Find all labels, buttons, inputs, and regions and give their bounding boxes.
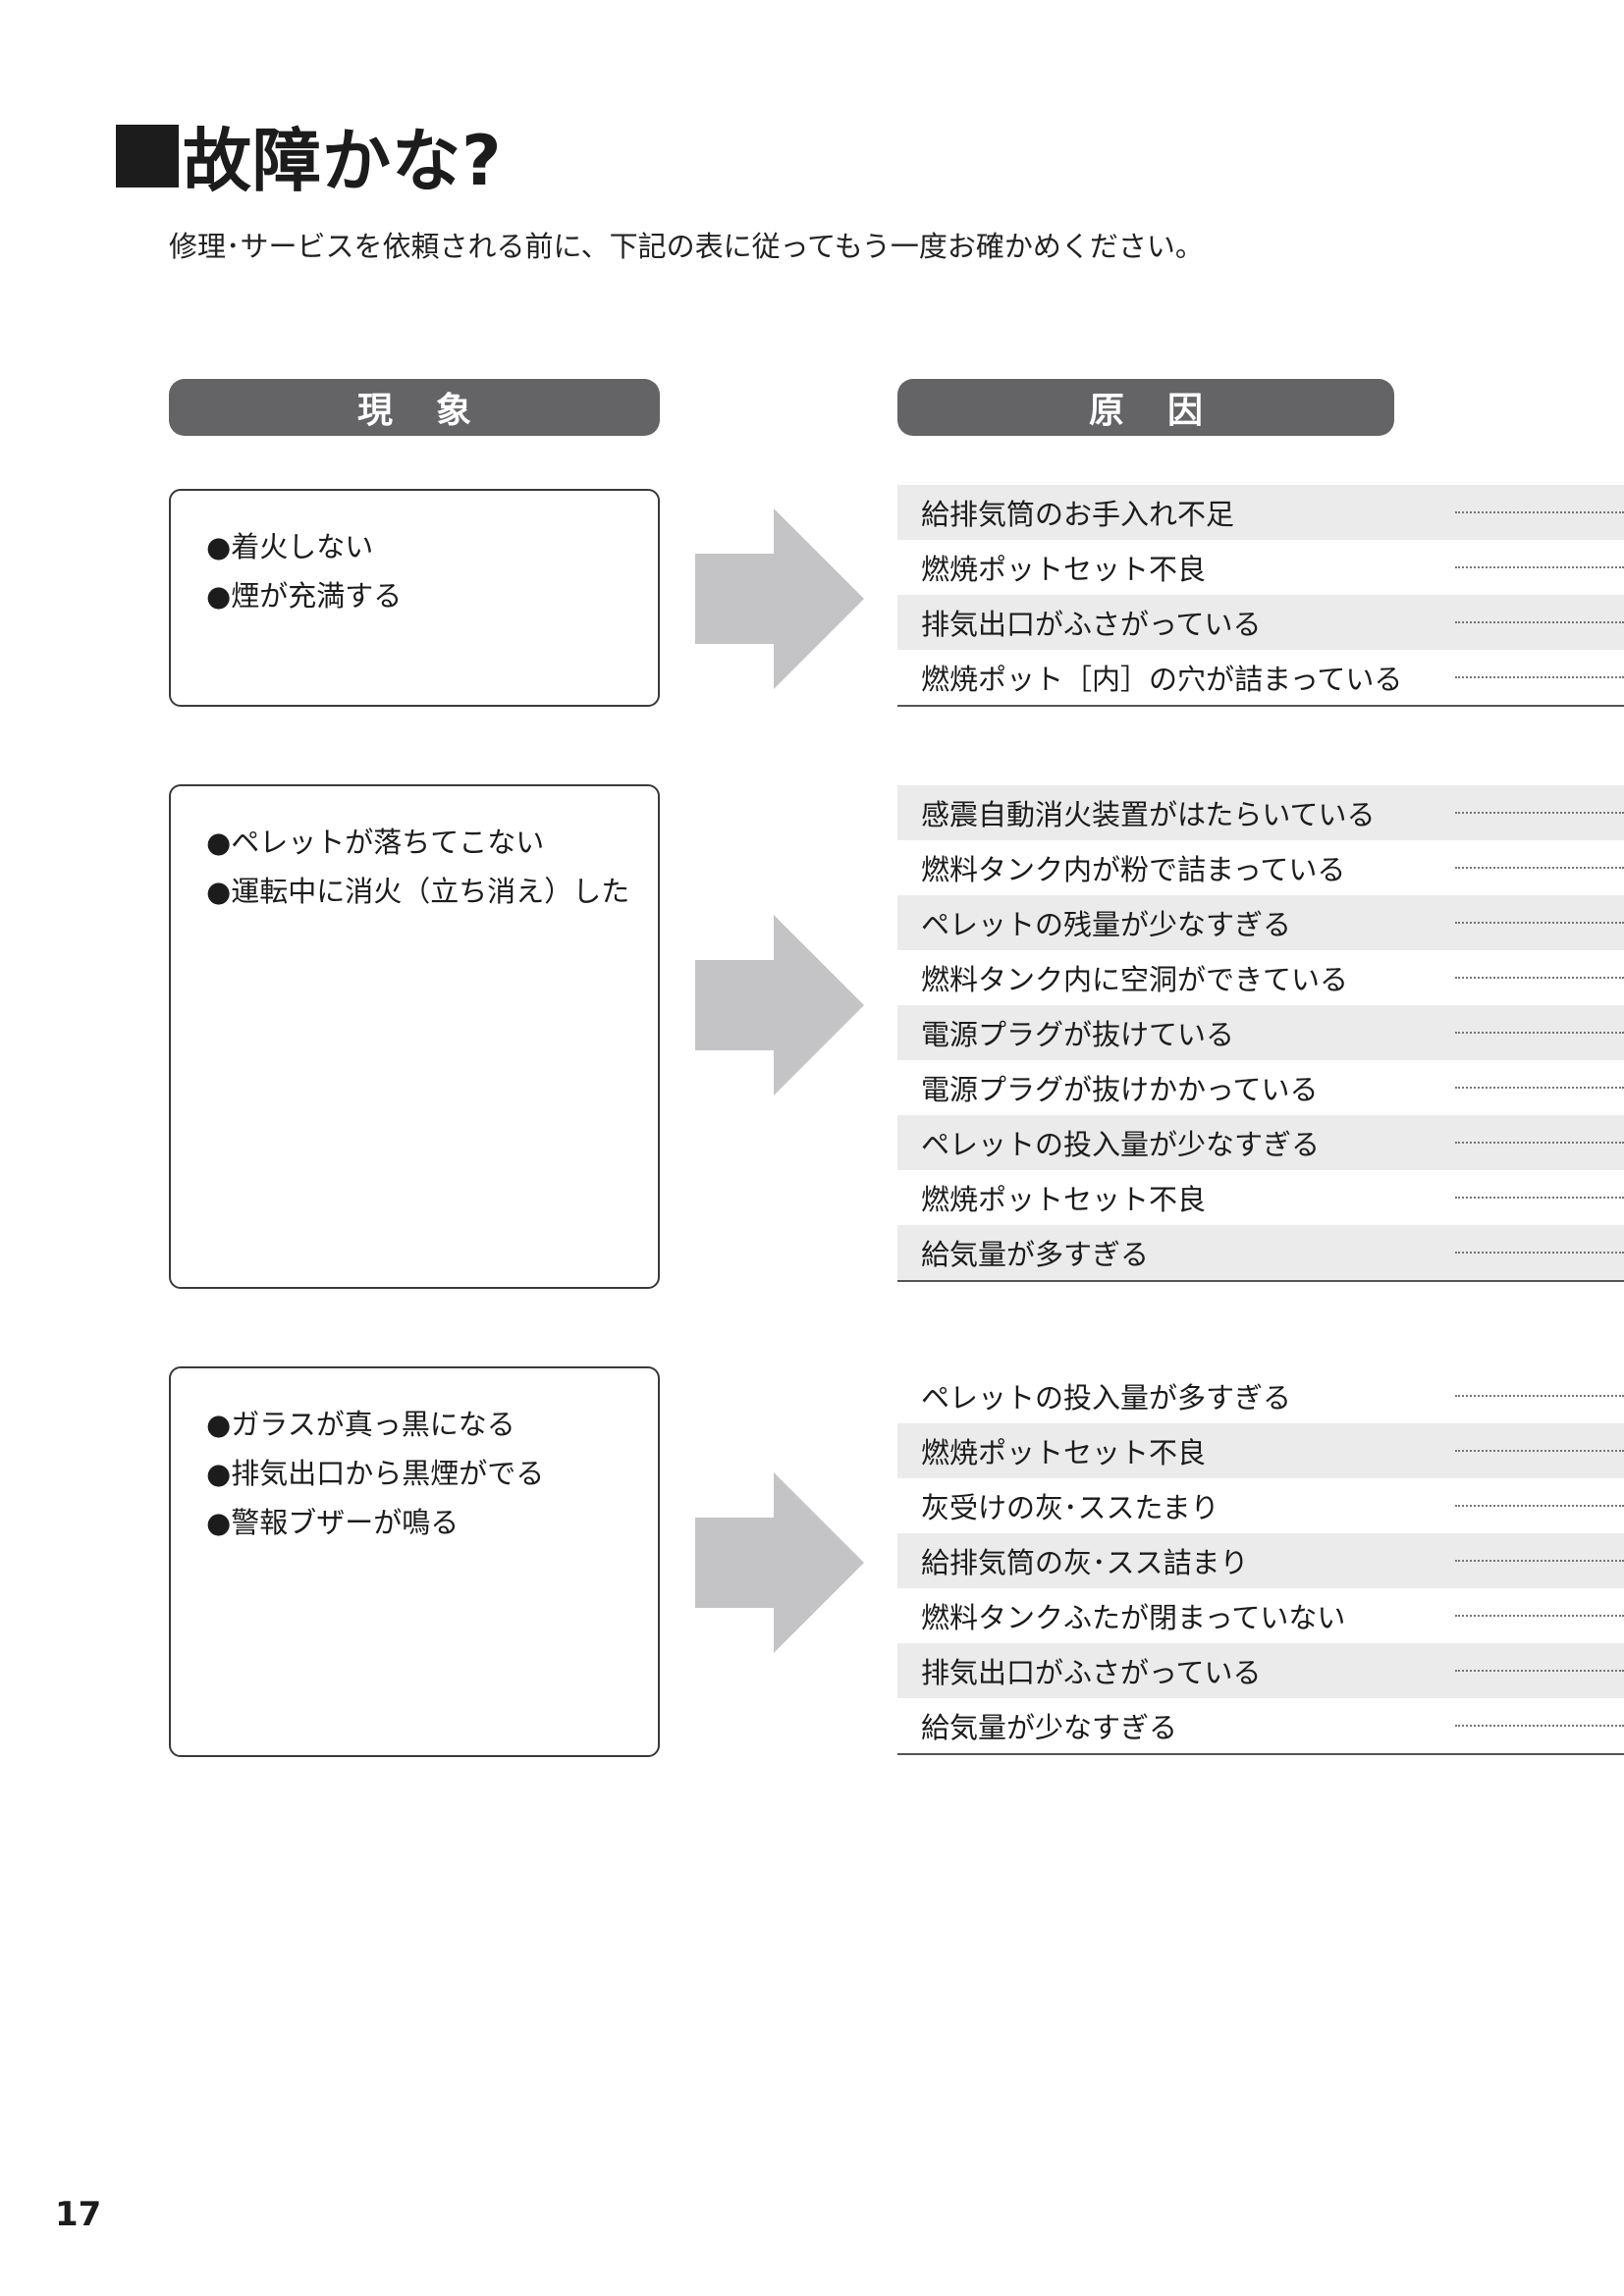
title-square-icon — [116, 124, 179, 187]
symptom-box-1: ●着火しない ●煙が充満する — [169, 489, 660, 707]
cause-row: 燃焼ポット［内］の穴が詰まっている — [897, 650, 1624, 705]
cause-text: ペレットの投入量が多すぎる — [921, 1381, 1292, 1415]
symptom-item: ●警報ブザーが鳴る — [206, 1506, 460, 1539]
dotted-leader — [1455, 977, 1624, 979]
cause-row: ペレットの投入量が多すぎる — [897, 1368, 1624, 1423]
dotted-leader — [1455, 566, 1624, 568]
dotted-leader — [1455, 1197, 1624, 1199]
dotted-leader — [1455, 676, 1624, 678]
cause-text: 燃焼ポットセット不良 — [921, 1436, 1207, 1469]
cause-text: 給気量が少なすぎる — [921, 1711, 1178, 1744]
dotted-leader — [1455, 1450, 1624, 1452]
dotted-leader — [1455, 1395, 1624, 1397]
symptom-item: ●ペレットが落ちてこない — [206, 826, 545, 859]
cause-text: 感震自動消火装置がはたらいている — [921, 798, 1376, 831]
dotted-leader — [1455, 1560, 1624, 1562]
right-arrow-icon — [695, 1472, 864, 1653]
cause-row: ペレットの残量が少なすぎる — [897, 895, 1624, 950]
cause-row: ペレットの投入量が少なすぎる — [897, 1115, 1624, 1170]
cause-text: 排気出口がふさがっている — [921, 608, 1262, 641]
symptom-item: ●着火しない — [206, 530, 374, 563]
cause-row: 排気出口がふさがっている — [897, 595, 1624, 650]
cause-row: 感震自動消火装置がはたらいている — [897, 785, 1624, 840]
cause-text: 電源プラグが抜けている — [921, 1018, 1235, 1051]
cause-text: 燃料タンク内に空洞ができている — [921, 963, 1349, 996]
cause-text: 給排気筒のお手入れ不足 — [921, 498, 1235, 531]
dotted-leader — [1455, 621, 1624, 623]
symptom-box-2: ●ペレットが落ちてこない ●運転中に消火（立ち消え）した — [169, 784, 660, 1289]
dotted-leader — [1455, 1670, 1624, 1672]
cause-list-3: ペレットの投入量が多すぎる 燃焼ポットセット不良 灰受けの灰･ススたまり 給排気… — [897, 1368, 1624, 1755]
cause-text: ペレットの残量が少なすぎる — [921, 908, 1292, 941]
right-arrow-icon — [695, 915, 864, 1095]
symptom-item: ●煙が充満する — [206, 579, 403, 613]
dotted-leader — [1455, 1615, 1624, 1617]
dotted-leader — [1455, 1725, 1624, 1727]
cause-list-1: 給排気筒のお手入れ不足 燃焼ポットセット不良 排気出口がふさがっている 燃焼ポッ… — [897, 485, 1624, 707]
cause-text: 排気出口がふさがっている — [921, 1656, 1262, 1689]
symptom-header: 現象 — [169, 379, 660, 436]
symptom-item: ●排気出口から黒煙がでる — [206, 1457, 545, 1490]
cause-row: 燃焼ポットセット不良 — [897, 540, 1624, 595]
page-number: 17 — [55, 2195, 102, 2234]
symptom-header-label: 現象 — [356, 391, 514, 431]
dotted-leader — [1455, 867, 1624, 869]
symptom-box-3: ●ガラスが真っ黒になる ●排気出口から黒煙がでる ●警報ブザーが鳴る — [169, 1366, 660, 1757]
cause-text: 電源プラグが抜けかかっている — [921, 1073, 1319, 1106]
cause-row: 給気量が少なすぎる — [897, 1698, 1624, 1753]
symptom-item: ●運転中に消火（立ち消え）した — [206, 875, 630, 908]
page-title-text: 故障かな? — [183, 121, 503, 201]
cause-row: 灰受けの灰･ススたまり — [897, 1478, 1624, 1533]
cause-row: 燃料タンクふたが閉まっていない — [897, 1588, 1624, 1643]
cause-row: 排気出口がふさがっている — [897, 1643, 1624, 1698]
cause-row: 電源プラグが抜けかかっている — [897, 1060, 1624, 1115]
cause-list-2: 感震自動消火装置がはたらいている 燃料タンク内が粉で詰まっている ペレットの残量… — [897, 785, 1624, 1282]
cause-row: 燃料タンク内に空洞ができている — [897, 950, 1624, 1005]
cause-text: 燃焼ポット［内］の穴が詰まっている — [921, 663, 1403, 696]
dotted-leader — [1455, 922, 1624, 924]
cause-header: 原因 — [897, 379, 1394, 436]
cause-text: 燃焼ポットセット不良 — [921, 1183, 1207, 1216]
cause-row: 給気量が多すぎる — [897, 1225, 1624, 1280]
cause-text: 給気量が多すぎる — [921, 1238, 1150, 1271]
dotted-leader — [1455, 1087, 1624, 1089]
dotted-leader — [1455, 1505, 1624, 1507]
cause-text: 給排気筒の灰･スス詰まり — [921, 1546, 1249, 1579]
cause-text: 燃料タンク内が粉で詰まっている — [921, 853, 1346, 886]
cause-text: 灰受けの灰･ススたまり — [921, 1491, 1219, 1524]
dotted-leader — [1455, 812, 1624, 814]
cause-row: 電源プラグが抜けている — [897, 1005, 1624, 1060]
cause-row: 給排気筒の灰･スス詰まり — [897, 1533, 1624, 1588]
cause-row: 燃料タンク内が粉で詰まっている — [897, 840, 1624, 895]
right-arrow-icon — [695, 508, 864, 689]
instruction-text: 修理･サービスを依頼される前に、下記の表に従ってもう一度お確かめください。 — [169, 230, 1204, 263]
cause-row: 燃焼ポットセット不良 — [897, 1423, 1624, 1478]
cause-row: 燃焼ポットセット不良 — [897, 1170, 1624, 1225]
cause-text: 燃焼ポットセット不良 — [921, 553, 1207, 586]
cause-row: 給排気筒のお手入れ不足 — [897, 485, 1624, 540]
cause-text: ペレットの投入量が少なすぎる — [921, 1128, 1321, 1161]
page-title: 故障かな? — [116, 106, 503, 205]
dotted-leader — [1455, 1032, 1624, 1034]
cause-header-label: 原因 — [1088, 391, 1246, 431]
cause-text: 燃料タンクふたが閉まっていない — [921, 1601, 1346, 1634]
dotted-leader — [1455, 511, 1624, 513]
dotted-leader — [1455, 1142, 1624, 1144]
symptom-item: ●ガラスが真っ黒になる — [206, 1408, 515, 1441]
dotted-leader — [1455, 1252, 1624, 1254]
